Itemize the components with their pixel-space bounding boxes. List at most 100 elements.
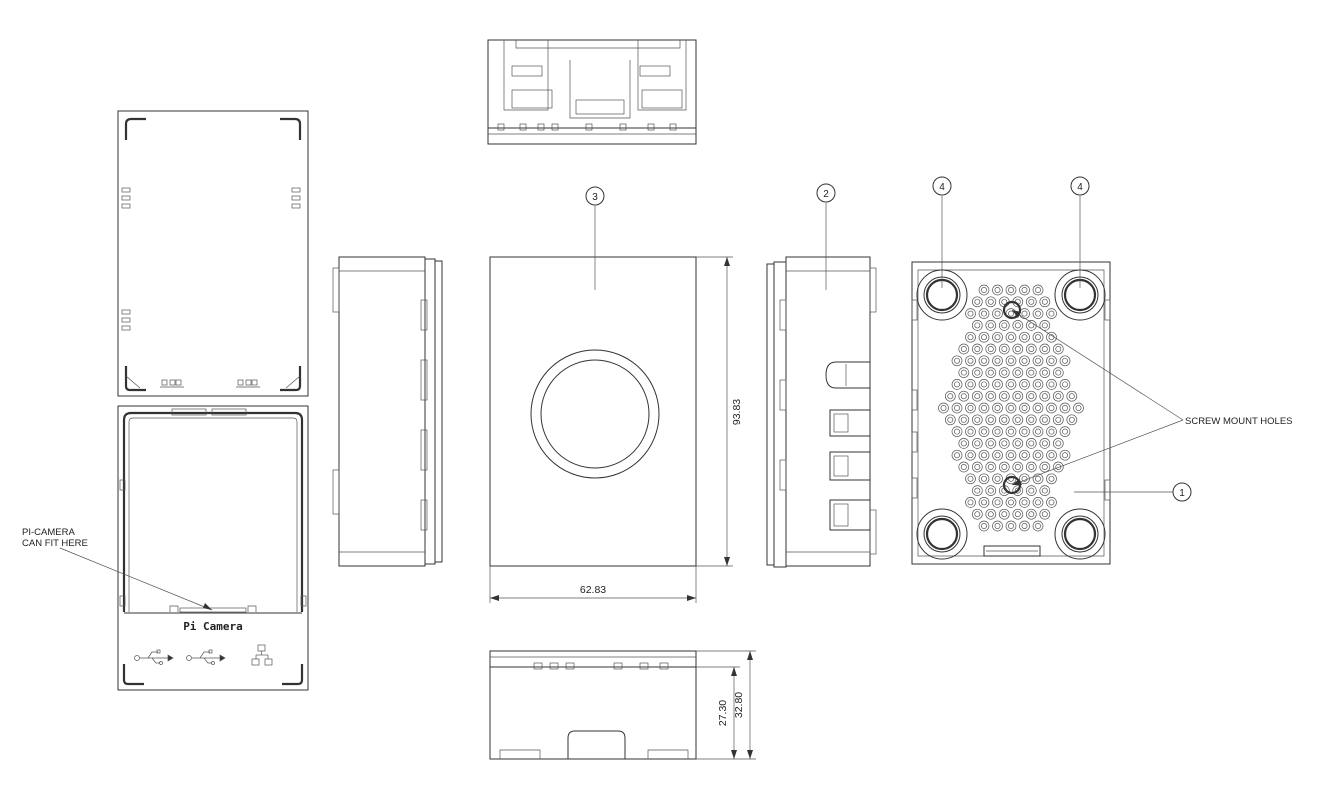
vent-hole: [1005, 284, 1017, 296]
dim-depth-outer: 32.80: [733, 692, 745, 718]
vent-hole: [1032, 473, 1044, 485]
mount-boss: [916, 508, 968, 560]
vent-hole: [1046, 379, 1057, 390]
vent-hole: [1012, 390, 1024, 402]
vent-hole: [985, 296, 997, 308]
vent-hole: [1019, 402, 1030, 414]
vent-hole-inner: [1028, 369, 1035, 376]
vent-hole: [978, 402, 990, 414]
vent-hole-inner: [1055, 393, 1062, 400]
vent-hole-inner: [1008, 334, 1014, 341]
vent-hole: [1019, 331, 1030, 343]
vent-hole: [1032, 449, 1044, 461]
vent-hole-inner: [967, 310, 974, 317]
vent-hole: [1005, 379, 1017, 390]
vent-hole-inner: [1041, 464, 1048, 470]
vent-hole: [1012, 414, 1024, 426]
vent-hole: [958, 461, 970, 473]
vent-hole-inner: [1035, 523, 1041, 529]
vent-hole: [1019, 473, 1030, 485]
vent-hole: [998, 343, 1010, 355]
bottom-profile-view: 27.30 32.80: [489, 650, 756, 760]
vent-hole-inner: [1001, 416, 1008, 423]
vent-hole: [1012, 438, 1024, 449]
vent-hole: [1039, 390, 1051, 402]
vent-hole-inner: [981, 428, 987, 435]
vent-hole-inner: [1001, 393, 1008, 400]
vent-hole: [965, 355, 976, 367]
dim-depth-inner: 27.30: [717, 700, 729, 726]
vent-hole: [951, 426, 963, 437]
vent-hole: [985, 461, 997, 473]
vent-hole-inner: [1035, 357, 1041, 364]
callout-mount-right: 4: [1077, 182, 1083, 193]
vent-hole-inner: [1001, 440, 1008, 447]
vent-hole: [992, 473, 1003, 485]
vent-hole-inner: [974, 369, 981, 376]
vent-hole: [978, 497, 990, 508]
vent-hole-inner: [1041, 416, 1048, 423]
vent-hole-inner: [974, 416, 981, 423]
vent-hole: [944, 390, 956, 402]
vent-hole: [985, 390, 997, 402]
vent-hole: [992, 426, 1003, 437]
vent-hole: [1039, 414, 1051, 426]
vent-hole-inner: [987, 464, 994, 470]
vent-hole: [1025, 343, 1037, 355]
vent-hole-inner: [987, 393, 994, 400]
vent-hole-inner: [1048, 357, 1055, 364]
vent-hole-inner: [981, 287, 987, 293]
vent-hole-inner: [987, 487, 994, 494]
vent-hole: [971, 508, 983, 520]
vent-hole: [1019, 355, 1030, 367]
vent-hole-inner: [1048, 428, 1055, 435]
vent-hole: [938, 402, 949, 414]
vent-hole-inner: [954, 357, 960, 364]
vent-hole-pattern: [938, 284, 1084, 532]
vent-hole-inner: [1014, 511, 1021, 518]
vent-hole-inner: [960, 346, 967, 352]
vent-hole: [1046, 308, 1057, 319]
vent-hole: [1046, 402, 1057, 414]
vent-hole: [992, 520, 1003, 532]
vent-hole-inner: [974, 346, 981, 352]
vent-hole: [1005, 402, 1017, 414]
vent-hole-inner: [1028, 416, 1035, 423]
vent-hole-inner: [947, 393, 954, 400]
vent-hole: [985, 367, 997, 378]
vent-hole-inner: [1014, 487, 1021, 494]
vent-hole: [1046, 331, 1057, 343]
vent-hole-inner: [1068, 416, 1075, 423]
vent-hole-inner: [974, 393, 981, 400]
vent-hole-inner: [967, 475, 974, 482]
vent-hole-inner: [1021, 287, 1028, 293]
vent-hole-inner: [1048, 381, 1055, 388]
vent-hole-inner: [1001, 322, 1008, 329]
usb-icon: [186, 649, 226, 665]
vent-hole-inner: [1035, 475, 1041, 482]
vent-hole-inner: [981, 405, 987, 411]
vent-hole-inner: [1041, 393, 1048, 400]
vent-hole: [1073, 402, 1084, 414]
vent-hole-inner: [1075, 405, 1082, 411]
vent-hole-inner: [994, 452, 1001, 459]
vent-hole-inner: [1008, 310, 1014, 317]
pi-camera-label: Pi Camera: [183, 620, 243, 633]
vent-hole-inner: [987, 346, 994, 352]
vent-hole-inner: [994, 523, 1001, 529]
vent-hole-inner: [974, 511, 981, 518]
vent-hole-inner: [967, 499, 974, 506]
vent-hole: [958, 390, 970, 402]
vent-hole: [992, 308, 1003, 319]
vent-hole: [998, 508, 1010, 520]
vent-hole-inner: [1028, 487, 1035, 494]
vent-hole: [1032, 308, 1044, 319]
pi-camera-note-line1: PI-CAMERA: [22, 527, 75, 538]
vent-hole: [1025, 461, 1037, 473]
vent-hole-inner: [1041, 298, 1048, 305]
vent-hole: [978, 284, 990, 296]
vent-hole-inner: [1041, 440, 1048, 447]
vent-hole-inner: [994, 405, 1001, 411]
vent-hole-inner: [981, 357, 987, 364]
vent-hole: [1039, 461, 1051, 473]
